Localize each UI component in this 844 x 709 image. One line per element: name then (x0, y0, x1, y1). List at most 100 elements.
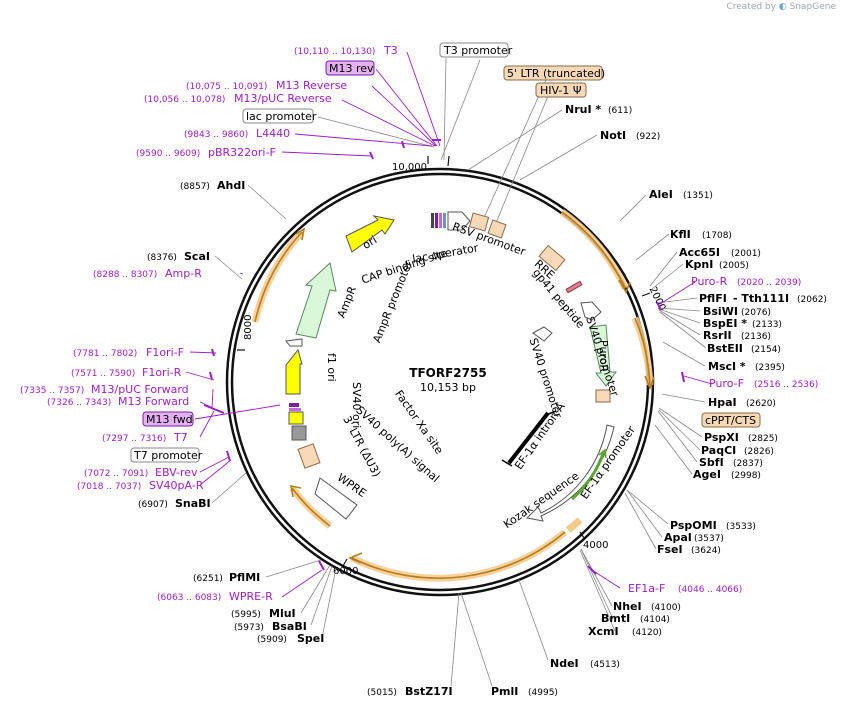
enzyme-nhei-pos: (4100) (651, 603, 681, 613)
enzyme-bsabi-pos: (5973) (234, 623, 264, 633)
enzyme-bsteii: BstEII (707, 342, 743, 355)
primer-m13puc-reverse: M13/pUC Reverse (234, 92, 332, 105)
enzyme-acc65i: Acc65I (679, 246, 720, 259)
label-t7-promoter: T7 promoter (133, 449, 203, 462)
leader-lines (211, 57, 707, 687)
feature-sv40-ori: SV40 ori (350, 382, 363, 428)
enzyme-pspxi: PspXI (704, 431, 739, 444)
feature-ef1a-intron: EF-1α intron A (512, 400, 568, 472)
feature-ori: ori (360, 233, 379, 252)
feature-kozak: Kozak sequence (501, 469, 581, 531)
primer-m13-forward: M13 Forward (118, 395, 189, 408)
outer-arc-small (565, 517, 583, 533)
primer-ebv-rev-pos: (7072 .. 7091) (84, 469, 148, 479)
enzyme-pmli: PmlI (491, 685, 518, 698)
primer-amp-r: Amp-R (165, 267, 202, 280)
enzyme-pmli-pos: (4995) (528, 688, 558, 698)
primer-pbr322-pos: (9590 .. 9609) (136, 149, 200, 159)
outer-feature-arcs (251, 209, 654, 582)
credit-prefix: Created by (726, 2, 776, 12)
primer-t7: T7 (173, 431, 188, 444)
primer-t3-pos: (10,110 .. 10,130) (294, 47, 375, 57)
enzyme-alei: AleI (649, 188, 673, 201)
enzyme-alei-pos: (1351) (683, 191, 713, 201)
enzyme-bsabi: BsaBI (272, 620, 307, 633)
enzyme-hpai-pos: (2620) (746, 399, 776, 409)
primer-amp-r-pos: (8288 .. 8307) (93, 270, 157, 280)
enzyme-bmti-pos: (4104) (640, 615, 670, 625)
primer-sv40pa-r-pos: (7018 .. 7037) (77, 482, 141, 492)
enzyme-rsrii: RsrII (703, 329, 732, 342)
enzyme-spei-pos: (5909) (257, 635, 287, 645)
enzyme-ndei-pos: (4513) (590, 660, 620, 670)
tick-label-4000: 4000 (583, 540, 608, 551)
primer-marks (203, 139, 685, 575)
enzyme-msci: MscI * (708, 360, 746, 373)
enzyme-rsrii-pos: (2136) (741, 332, 771, 342)
primer-puro-r-pos: (2020 .. 2039) (737, 278, 801, 288)
enzyme-kfli-pos: (1708) (702, 231, 732, 241)
snapgene-credit: Created by ◐ SnapGene (726, 2, 836, 12)
primer-m13-forward-pos: (7326 .. 7343) (47, 398, 111, 408)
enzyme-bstz17i: BstZ17I (405, 685, 453, 698)
primer-f1ori-f-pos: (7781 .. 7802) (73, 349, 137, 359)
feature-lac-operator: lac operator (411, 241, 479, 265)
primer-ebv-rev: EBV-rev (155, 466, 198, 479)
t7-promoter-box (130, 447, 200, 463)
enzyme-bstz17i-pos: (5015) (367, 688, 397, 698)
enzyme-nhei: NheI (613, 600, 642, 613)
enzyme-pspomi-pos: (3533) (726, 522, 756, 532)
primer-m13-reverse: M13 Reverse (276, 79, 347, 92)
enzyme-ndei: NdeI (550, 657, 579, 670)
enzyme-spei: SpeI (297, 632, 324, 645)
primer-ef1a-f-pos: (4046 .. 4066) (678, 585, 742, 595)
enzyme-nrui: NruI * (565, 103, 601, 116)
outer-feature-arrows (254, 211, 655, 579)
primer-puro-r: Puro-R (691, 275, 728, 288)
enzyme-pspxi-pos: (2825) (748, 434, 778, 444)
primer-l4440: L4440 (256, 127, 290, 140)
enzyme-agei: AgeI (693, 468, 721, 481)
primer-t3: T3 (383, 44, 398, 57)
primer-pbr322: pBR322ori-F (208, 146, 276, 159)
enzyme-sbfi: SbfI (699, 456, 724, 469)
primer-ef1a-f: EF1a-F (628, 582, 665, 595)
primer-f1ori-r-pos: (7571 .. 7590) (71, 369, 135, 379)
label-t3-promoter: T3 promoter (443, 44, 513, 57)
enzyme-snabi-pos: (6907) (138, 500, 168, 510)
enzyme-kpni-pos: (2005) (719, 261, 749, 271)
primer-puro-f: Puro-F (709, 377, 744, 390)
feature-puror: PuroR (597, 340, 610, 372)
label-5ltr: 5' LTR (truncated) (507, 67, 605, 80)
cppt-box (701, 412, 761, 428)
enzyme-scai: ScaI (184, 250, 210, 263)
snapgene-logo-icon: ◐ (778, 2, 787, 12)
enzyme-acc65i-pos: (2001) (731, 249, 761, 259)
feature-gp41: gp41 peptide (530, 266, 587, 331)
primer-wpre-r: WPRE-R (229, 590, 273, 603)
primer-wpre-r-pos: (6063 .. 6083) (157, 593, 221, 603)
enzyme-fsei: FseI (657, 543, 683, 556)
label-lac-promoter: lac promoter (246, 110, 317, 123)
label-cppt: cPPT/CTS (705, 414, 756, 427)
enzyme-xcmi: XcmI (588, 625, 619, 638)
primer-m13puc-forward: M13/pUC Forward (91, 383, 189, 396)
tick-label-6000: 6000 (333, 566, 358, 577)
enzyme-bsteii-pos: (2154) (751, 345, 781, 355)
feature-f1-ori: f1 ori (325, 353, 338, 382)
enzyme-mlui: MluI (269, 607, 296, 620)
primer-f1ori-r: F1ori-R (142, 366, 182, 379)
enzyme-mlui-pos: (5995) (231, 610, 261, 620)
label-m13-rev: M13 rev (329, 62, 374, 75)
enzyme-noti-pos: (922) (636, 132, 660, 142)
enzyme-apai: ApaI (664, 531, 692, 544)
enzyme-pflfi: PflFI (699, 292, 727, 305)
enzyme-sbfi-pos: (2837) (733, 459, 763, 469)
enzyme-paqci: PaqCI (701, 444, 736, 457)
primer-t7-pos: (7297 .. 7316) (102, 434, 166, 444)
plasmid-size: 10,153 bp (420, 381, 476, 394)
primer-leader-lines (185, 51, 713, 598)
enzyme-kpni: KpnI (685, 258, 713, 271)
enzyme-paqci-pos: (2826) (744, 447, 774, 457)
